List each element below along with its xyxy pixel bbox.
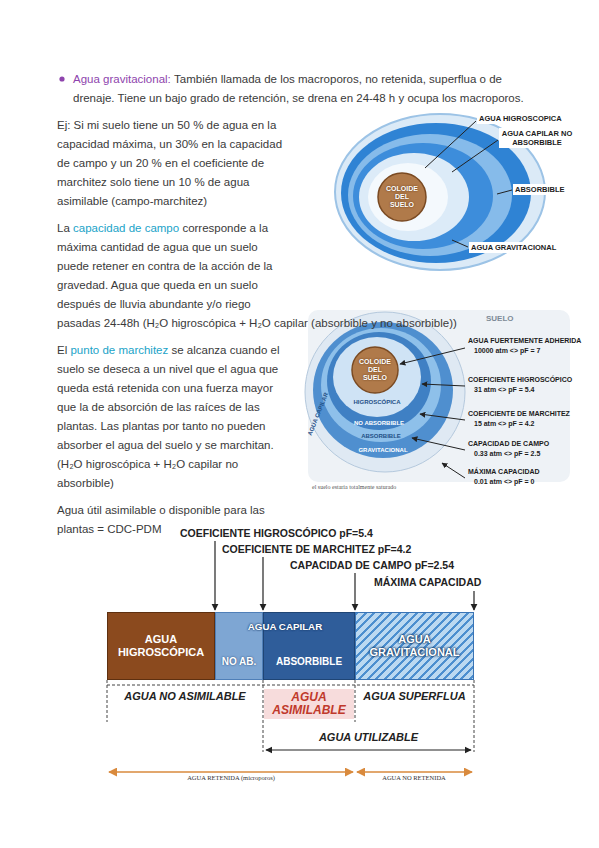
diagram-label: AGUA GRAVITACIONAL xyxy=(469,242,558,253)
node-text: COLOIDE DEL SUELO xyxy=(384,185,420,209)
diagram-label: MÁXIMA CAPACIDAD xyxy=(374,576,481,588)
diagram-label: 0.01 atm <> pF = 0 xyxy=(474,478,535,486)
diagram-label: AGUA NO RETENIDA xyxy=(379,774,449,781)
paragraph-text: Agua gravitacional: xyxy=(73,73,171,85)
diagram-label: CAPACIDAD DE CAMPO xyxy=(468,440,549,448)
diagram-label: el suelo estaría totalmente saturado xyxy=(312,484,396,490)
diagram-label: AGUA CAPILAR NO ABSORBIBLE xyxy=(499,128,575,148)
paragraph-text: Ej: Si mi suelo tiene un 50 % de agua en… xyxy=(57,119,282,207)
paragraph-text: El xyxy=(57,344,67,356)
span-arrow xyxy=(266,749,471,750)
diagram-label: AGUA FUERTEMENTE ADHERIDA xyxy=(468,337,581,345)
water-band: AGUA HIGROSCÓPICA xyxy=(107,612,215,680)
diagram-label: COEFICIENTE HIGROSCÓPICO pF=5.4 xyxy=(180,527,373,539)
paragraph: Elpunto de marchitezse alcanza cuando el… xyxy=(57,341,295,493)
diagram-label: CAPACIDAD DE CAMPO pF=2.54 xyxy=(290,559,454,571)
diagram-label: MÁXIMA CAPACIDAD xyxy=(468,468,540,476)
node-text: AGUA GRAVITACIONAL xyxy=(356,633,473,658)
diagram-label: COEFICIENTE HIGROSCÓPICO xyxy=(468,376,572,384)
leader-arrows-2 xyxy=(400,348,465,478)
paragraph-text: punto de marchitez xyxy=(70,344,168,356)
diagram-label: 31 atm <> pF = 5.4 xyxy=(474,386,535,394)
diagram-label: ABSORBIBLE xyxy=(361,433,401,439)
paragraph-text: La xyxy=(57,222,70,234)
diagram-label: AGUA NO ASIMILABLE xyxy=(107,690,263,702)
paragraph: Lacapacidad de campocorresponde a la máx… xyxy=(57,219,549,333)
diagram-label: SUELO xyxy=(486,314,514,323)
diagram-label: 0.33 atm <> pF = 2.5 xyxy=(474,450,540,458)
diagram-label: AGUA RETENIDA (microporos) xyxy=(184,774,278,781)
diagram-label: ABSORBIBLE xyxy=(513,184,567,195)
node-text: AGUA CAPILAR xyxy=(215,621,355,632)
threshold-arrows xyxy=(215,541,474,610)
colloid-circle: COLOIDE DEL SUELO xyxy=(377,172,427,222)
diagram-label: NO ABSORBIBLE xyxy=(354,420,404,426)
node-text: AGUA HIGROSCÓPICA xyxy=(108,633,214,658)
diagram-label: AGUA UTILIZABLE xyxy=(263,731,474,743)
diagram-label: AGUA CAPILAR xyxy=(307,392,330,437)
float-spacer xyxy=(287,219,549,297)
diagram-label: AGUA SUPERFLUA xyxy=(355,690,474,702)
paragraph-text: corresponde a la máxima cantidad de agua… xyxy=(57,222,457,329)
node-text: NO AB. xyxy=(219,656,260,668)
colloid-circle: COLOIDE DEL SUELO xyxy=(351,346,399,394)
diagram-label: GRAVITACIONAL xyxy=(358,447,407,453)
bullet xyxy=(59,76,64,81)
water-band: AGUA GRAVITACIONAL xyxy=(355,612,474,680)
water-band: AGUA CAPILAR NO AB. ABSORBIBLE xyxy=(215,612,355,680)
paragraph: Agua gravitacional:También llamada de lo… xyxy=(73,70,535,108)
paragraph: Ej: Si mi suelo tiene un 50 % de agua en… xyxy=(57,116,289,211)
diagram-label: 15 atm <> pF = 4.2 xyxy=(474,420,535,428)
soil-rings-2 xyxy=(305,310,570,482)
paragraph-text: capacidad de campo xyxy=(73,222,179,234)
diagram-label: COEFICIENTE DE MARCHITEZ pF=4.2 xyxy=(222,543,411,555)
diagram-label: 10000 atm <> pF = 7 xyxy=(474,347,540,355)
paragraph-text: se alcanza cuando el suelo se deseca a u… xyxy=(57,344,280,489)
diagram-label: HIGROSCÓPICA xyxy=(353,399,400,405)
node-text: ABSORBIBLE xyxy=(273,656,345,668)
diagram-label: COEFICIENTE DE MARCHITEZ xyxy=(468,410,570,418)
dashed-guides xyxy=(107,680,474,752)
node-text: COLOIDE DEL SUELO xyxy=(357,358,393,382)
diagram-label: AGUA ASIMILABLE xyxy=(264,689,354,719)
diagram-label: AGUA HIGROSCOPICA xyxy=(477,113,564,124)
